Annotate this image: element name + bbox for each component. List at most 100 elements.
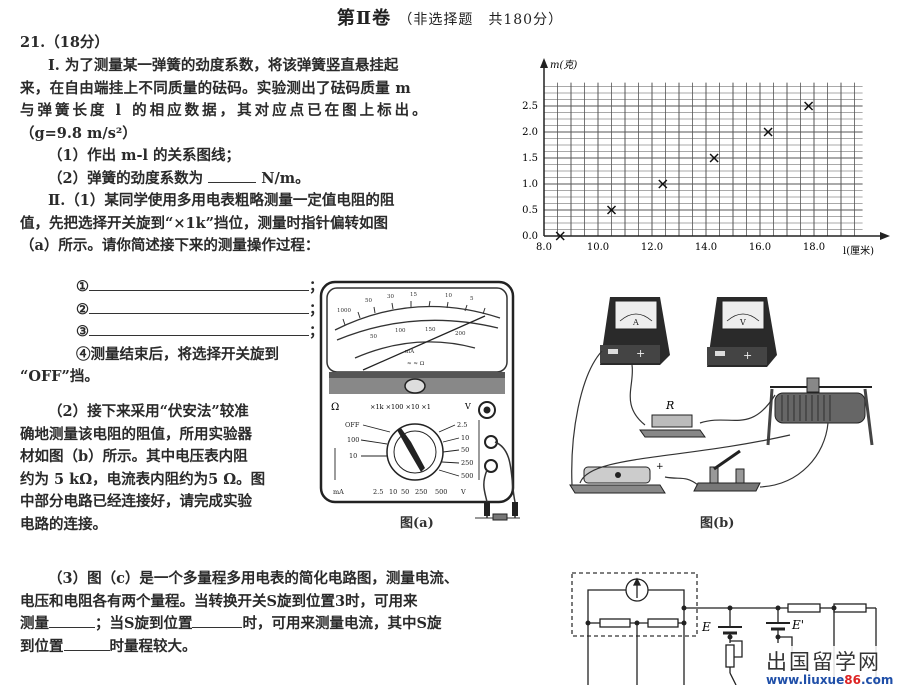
watermark: 出国留学网 www.liuxue86.com (764, 646, 896, 687)
q2-line: （2）接下来采用“伏安法”较准 (48, 403, 249, 420)
svg-text:10: 10 (389, 488, 397, 496)
svg-text:5: 5 (470, 296, 474, 302)
part1-q2-unit: N/m。 (261, 169, 310, 187)
svg-text:OFF: OFF (345, 421, 360, 429)
scale-ac (354, 341, 476, 359)
probe-wire-red (494, 441, 516, 518)
scale-ohm (334, 305, 501, 331)
x-axis-arrow-icon (880, 232, 890, 240)
scale-ticks (342, 300, 486, 326)
x-tick-labels: 8.0 10.0 12.0 14.0 16.0 18.0 (536, 242, 825, 253)
svg-text:500: 500 (435, 488, 447, 496)
section-title: 第Ⅱ卷 （非选择题 共180分） (0, 4, 900, 30)
answer-blank-stiffness[interactable] (208, 168, 257, 183)
svg-text:2.5: 2.5 (373, 488, 383, 496)
switch[interactable] (693, 449, 761, 492)
answer-blank-step-1[interactable] (89, 276, 309, 291)
q3-text: 到位置 (20, 637, 64, 655)
answer-blank-step-2[interactable] (89, 299, 309, 314)
data-points (555, 101, 814, 241)
step-3: ③； (20, 321, 324, 344)
svg-text:50: 50 (370, 334, 377, 340)
answer-blank-q3-2[interactable] (192, 613, 243, 628)
watermark-url: www.liuxue86.com (766, 673, 894, 687)
resistor-3 (787, 603, 821, 613)
step-2-number: ② (76, 300, 89, 318)
svg-text:2.5: 2.5 (457, 421, 467, 429)
part1-line: Ⅰ. 为了测量某一弹簧的劲度系数，将该弹簧竖直悬挂起 (48, 57, 399, 74)
q3-line: （3）图（c）是一个多量程多用电表的简化电路图，测量电流、 (48, 570, 459, 587)
probe-wire-black (483, 469, 488, 518)
ammeter: A + (600, 297, 670, 365)
ammeter-plus-terminal[interactable]: + (636, 347, 645, 360)
graph-grid (543, 82, 863, 237)
part2-q2-text: （2）接下来采用“伏安法”较准 确地测量该电阻的阻值，所用实验器 材如图（b）所… (20, 401, 320, 536)
v-ac-symbol: V (464, 402, 471, 411)
svg-text:30: 30 (387, 294, 394, 300)
svg-text:V: V (739, 318, 746, 327)
y-tick: 2.0 (522, 127, 538, 138)
svg-text:15: 15 (410, 292, 417, 298)
multimeter-circuit-diagram: E E' (571, 572, 877, 685)
probe-red[interactable] (512, 502, 518, 516)
variable-resistor (725, 644, 735, 668)
answer-blank-q3-3[interactable] (63, 636, 110, 651)
q3-line: 电压和电阻各有两个量程。当转换开关S旋到位置3时，可用来 (20, 592, 418, 610)
meter-needle (362, 315, 486, 371)
answer-blank-step-3[interactable] (89, 321, 309, 336)
rheostat-slider[interactable] (806, 377, 820, 393)
emf-e-label: E (701, 620, 711, 634)
part1-q1: （1）作出 m-l 的关系图线； (48, 147, 241, 164)
voltmeter-minus-terminal[interactable] (715, 351, 725, 356)
figure-a-caption: 图(a) (400, 516, 434, 531)
data-point-x-marker (606, 205, 617, 215)
y-tick: 0.5 (522, 205, 538, 216)
resistor-4 (833, 603, 867, 613)
svg-text:A: A (632, 318, 639, 327)
part1-line: 与弹簧长度 l 的相应数据，其对应点已在图上标出。 (20, 102, 430, 119)
answer-blank-q3-1[interactable] (49, 613, 95, 628)
svg-text:50: 50 (401, 488, 409, 496)
data-point-x-marker (709, 153, 719, 163)
x-tick: 12.0 (641, 242, 663, 253)
zero-adjust-screw[interactable] (404, 378, 426, 394)
q3-line: 测量；当S旋到位置时，可用来测量电流，其中S旋 (20, 613, 560, 636)
terminal-plus[interactable] (484, 435, 498, 449)
step-3-number: ③ (76, 323, 89, 340)
svg-text:+: + (656, 462, 664, 472)
y-tick: 1.0 (522, 179, 538, 190)
y-tick: 2.5 (522, 101, 538, 112)
data-point-x-marker (658, 179, 668, 189)
ammeter-minus-terminal[interactable] (608, 349, 618, 354)
q2-line: 约为 5 kΩ，电流表内阻约为5 Ω。图 (20, 470, 266, 488)
wires (571, 350, 829, 488)
question-number: 21.（18分） (20, 34, 109, 51)
svg-text:50: 50 (461, 446, 469, 454)
svg-text:100: 100 (347, 436, 359, 444)
svg-text:150: 150 (425, 327, 436, 333)
step-4-line: ④测量结束后，将选择开关旋到 (76, 345, 279, 363)
voltmeter-plus-terminal[interactable]: + (743, 349, 752, 362)
resistor-2 (647, 618, 679, 628)
svg-text:1000: 1000 (337, 308, 351, 314)
terminal-minus[interactable] (484, 459, 498, 473)
section-title-main: 第Ⅱ卷 (336, 8, 392, 29)
q3-text: 时量程较大。 (109, 637, 197, 655)
svg-text:mA: mA (405, 349, 415, 355)
y-tick-labels: 0.0 0.5 1.0 1.5 2.0 2.5 (522, 101, 538, 242)
svg-text:500: 500 (461, 472, 473, 480)
q2-line: 中部分电路已经连接好，请完成实验 (20, 493, 252, 510)
q3-text: ；当S旋到位置 (95, 615, 193, 632)
q3-line: 到位置 时量程较大。 (20, 636, 560, 659)
selector-knob[interactable] (397, 428, 425, 472)
svg-text:200: 200 (455, 331, 466, 337)
part1-line: 来，在自由端挂上不同质量的砝码。实验测出了砝码质量 m (20, 79, 411, 97)
q2-line: 材如图（b）所示。其中电压表内阻 (20, 448, 248, 465)
svg-text:10: 10 (461, 434, 469, 442)
svg-text:≈ ≈ Ω: ≈ ≈ Ω (407, 361, 425, 367)
probe-black[interactable] (484, 502, 490, 516)
dashed-box (571, 572, 698, 637)
q2-line: 确地测量该电阻的阻值，所用实验器 (20, 425, 252, 443)
